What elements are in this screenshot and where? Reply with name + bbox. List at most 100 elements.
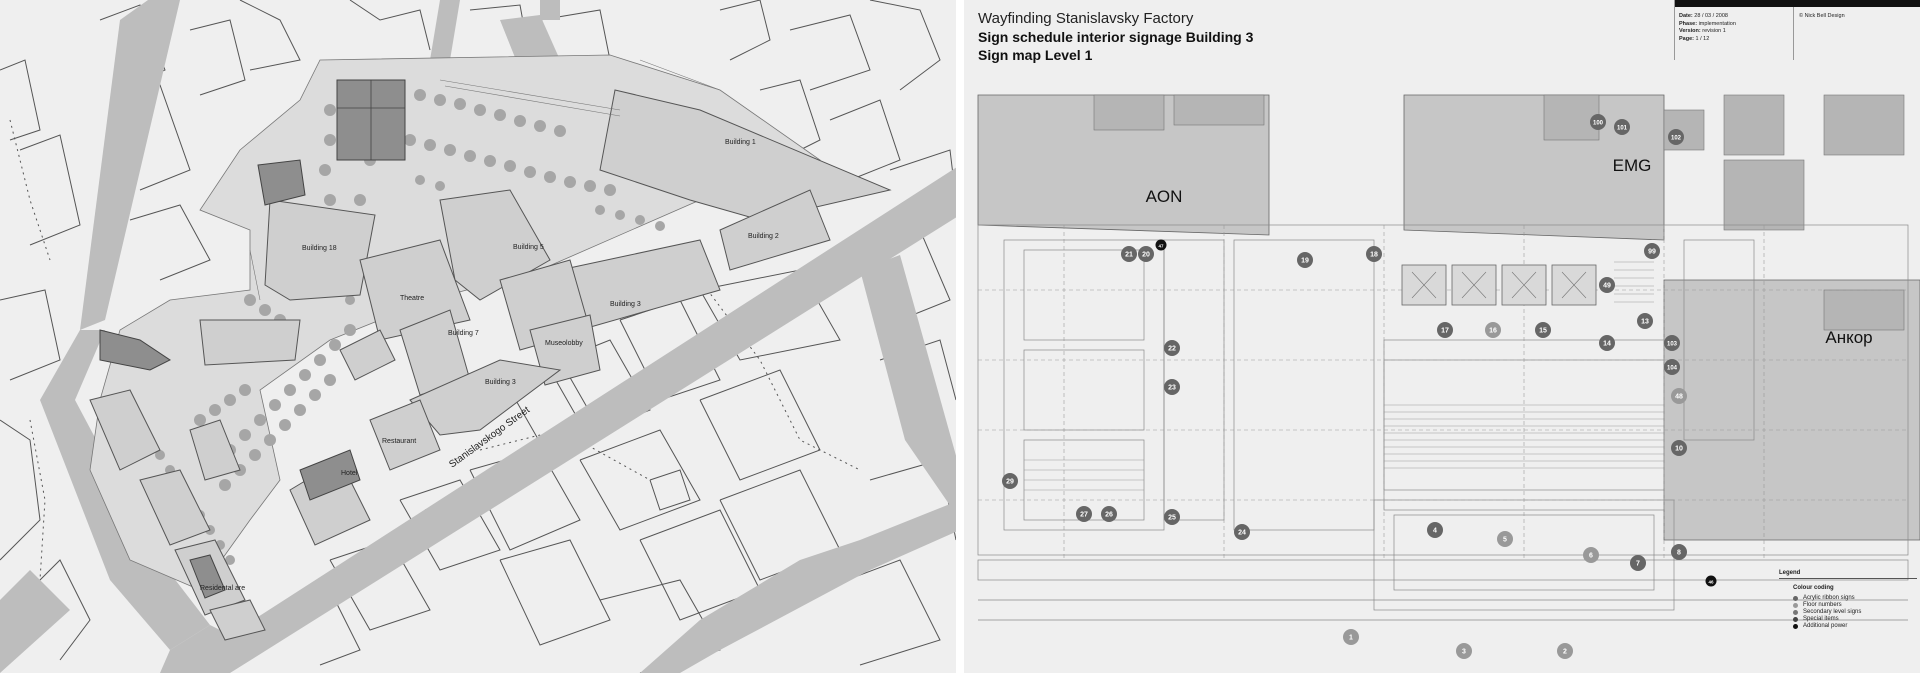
sign-marker-label: 1 [1349, 635, 1353, 642]
legend-dot-icon [1793, 603, 1798, 608]
sign-marker-18: 18 [1366, 246, 1382, 262]
sign-marker-27: 27 [1076, 506, 1092, 522]
sign-marker-label: 21 [1125, 252, 1133, 259]
sign-marker-dot [1557, 643, 1573, 659]
legend-item: Secondary level signs [1779, 609, 1917, 616]
sign-marker-label: 46 [1708, 580, 1714, 585]
sign-marker-99: 99 [1644, 243, 1660, 259]
info-box-header-bar [1675, 0, 1920, 7]
sign-marker-dot [1164, 340, 1180, 356]
legend-dot-icon [1793, 610, 1798, 615]
label-building-3-south: Building 3 [485, 379, 516, 386]
site-dark-block-residential [189, 554, 226, 599]
legend-item-label: Floor numbers [1803, 602, 1842, 608]
site-residential-4 [209, 599, 266, 641]
sign-marker-dot [1671, 388, 1687, 404]
sign-marker-label: 104 [1667, 366, 1678, 372]
sign-marker-dot [1497, 531, 1513, 547]
sign-marker-15: 15 [1535, 322, 1551, 338]
site-building-18 [264, 199, 376, 301]
site-building-2 [719, 189, 831, 271]
sign-marker-102: 102 [1668, 129, 1684, 145]
sign-marker-label: 48 [1675, 394, 1683, 401]
sign-marker-dot [1590, 114, 1606, 130]
site-dark-block-west [257, 159, 306, 206]
sign-marker-label: 24 [1238, 530, 1246, 537]
sign-marker-label: 17 [1441, 328, 1449, 335]
sign-marker-label: 23 [1168, 385, 1176, 392]
sign-marker-label: 99 [1648, 249, 1656, 256]
sign-marker-dot [1002, 473, 1018, 489]
sign-marker-dot [1485, 322, 1501, 338]
sign-marker-label: 27 [1080, 512, 1088, 519]
sign-marker-label: 29 [1006, 479, 1014, 486]
site-roads [0, 0, 956, 673]
zone-labels: AON EMG Анкор [1146, 156, 1873, 347]
sign-marker-49: 49 [1599, 277, 1615, 293]
legend-item-label: Acrylic ribbon signs [1803, 595, 1855, 601]
zone-label-aon: AON [1146, 187, 1183, 206]
sign-marker-dot [1456, 643, 1472, 659]
sign-marker-label: 16 [1489, 328, 1497, 335]
sign-marker-label: 49 [1603, 283, 1611, 290]
version-value: revision 1 [1702, 28, 1726, 34]
panel-divider [956, 0, 964, 673]
sign-marker-label: 6 [1589, 553, 1593, 560]
sign-marker-label: 3 [1462, 649, 1466, 656]
sign-marker-dot [1155, 239, 1167, 251]
label-museolobby: Museolobby [545, 340, 583, 347]
sign-marker-dot [1101, 506, 1117, 522]
sign-marker-label: 4 [1433, 528, 1437, 535]
date-value: 28 / 03 / 2008 [1694, 13, 1728, 19]
sign-marker-dot [1599, 335, 1615, 351]
sign-marker-dot [1437, 322, 1453, 338]
label-residential: Residental are [200, 585, 245, 592]
page-value: 1 / 12 [1695, 35, 1710, 42]
sign-marker-29: 29 [1002, 473, 1018, 489]
sign-marker-dot [1366, 246, 1382, 262]
sign-marker-dot [1664, 359, 1680, 375]
legend-item-label: Special items [1803, 616, 1839, 622]
sign-marker-23: 23 [1164, 379, 1180, 395]
sign-marker-21: 21 [1121, 246, 1137, 262]
sign-marker-24: 24 [1234, 524, 1250, 540]
sign-marker-label: 19 [1301, 258, 1309, 265]
legend-subtitle: Colour coding [1793, 585, 1834, 591]
zone-label-ankor: Анкор [1825, 328, 1872, 347]
sign-marker-dot [1164, 379, 1180, 395]
sign-marker-46: 46 [1705, 575, 1717, 587]
sign-marker-dot [1297, 252, 1313, 268]
site-residential-1 [89, 389, 161, 471]
tenant-rooms [1093, 94, 1905, 331]
site-map-panel: Building 1 Building 2 Building 18 Buildi… [0, 0, 956, 673]
sign-marker-1: 1 [1343, 629, 1359, 645]
sign-marker-103: 103 [1664, 335, 1680, 351]
sign-marker-label: 18 [1370, 252, 1378, 259]
legend: Legend Colour coding Acrylic ribbon sign… [1779, 570, 1917, 630]
sign-marker-label: 102 [1671, 136, 1682, 142]
plan-stairs [1024, 261, 1664, 491]
sign-marker-label: 2 [1563, 649, 1567, 656]
sign-marker-dot [1076, 506, 1092, 522]
label-building-3-north: Building 3 [610, 301, 641, 308]
sign-marker-dot [1234, 524, 1250, 540]
sign-marker-label: 26 [1105, 512, 1113, 519]
sign-marker-7: 7 [1630, 555, 1646, 571]
sign-marker-100: 100 [1590, 114, 1606, 130]
sign-marker-26: 26 [1101, 506, 1117, 522]
sign-map-subtitle-2: Sign map Level 1 [978, 47, 1093, 63]
site-dark-block-hotel [299, 449, 361, 501]
sign-marker-dot [1630, 555, 1646, 571]
sign-marker-16: 16 [1485, 322, 1501, 338]
sign-marker-25: 25 [1164, 509, 1180, 525]
sign-marker-label: 5 [1503, 537, 1507, 544]
sign-marker-104: 104 [1664, 359, 1680, 375]
sign-marker-dot [1614, 119, 1630, 135]
sign-marker-101: 101 [1614, 119, 1630, 135]
site-dark-block-south-west [99, 329, 171, 371]
sign-marker-dot [1671, 544, 1687, 560]
phase-label: Phase: [1679, 20, 1698, 27]
site-residential-5 [189, 419, 241, 481]
site-courtyard-block [199, 319, 301, 366]
